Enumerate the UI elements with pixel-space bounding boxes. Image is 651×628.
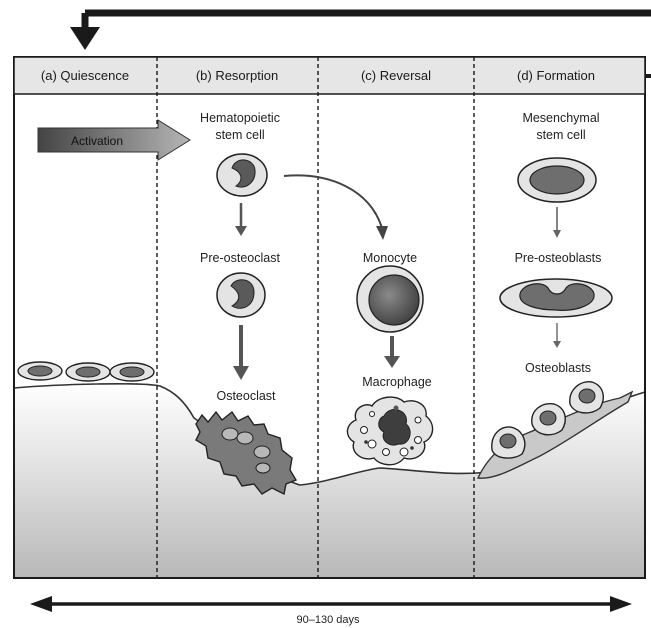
- osteoblasts-label: Osteoblasts: [525, 361, 591, 375]
- macrophage-label: Macrophage: [362, 375, 432, 389]
- hematopoietic-stem-cell: [217, 154, 267, 196]
- duration-arrow: [30, 596, 632, 612]
- phase-resorption-label: (b) Resorption: [196, 68, 278, 83]
- arrow-down-monocyte-to-macrophage: [384, 336, 400, 368]
- monocyte-label: Monocyte: [363, 251, 417, 265]
- activation-label: Activation: [71, 134, 123, 148]
- arrow-hsc-to-monocyte: [284, 175, 388, 240]
- lining-cells: [18, 362, 154, 381]
- duration-label: 90–130 days: [297, 614, 360, 626]
- msc-label-line2: stem cell: [536, 128, 585, 142]
- pre-osteoblasts-label: Pre-osteoblasts: [515, 251, 602, 265]
- pre-osteoclast-label: Pre-osteoclast: [200, 251, 280, 265]
- activation-arrow: Activation: [38, 120, 190, 160]
- phase-quiescence-label: (a) Quiescence: [41, 68, 129, 83]
- hsc-label-line2: stem cell: [215, 128, 264, 142]
- macrophage-cell: [347, 397, 432, 465]
- arrow-down-preosteoblasts-to-osteoblasts: [553, 323, 561, 348]
- msc-label-line1: Mesenchymal: [522, 111, 599, 125]
- arrow-down-msc-to-preosteoblasts: [553, 207, 561, 238]
- arrow-down-hsc-to-preosteoclast: [235, 203, 247, 236]
- hsc-label-line1: Hematopoietic: [200, 111, 280, 125]
- osteoclast-label: Osteoclast: [216, 389, 276, 403]
- mesenchymal-stem-cell: [518, 158, 596, 202]
- phase-formation-label: (d) Formation: [517, 68, 595, 83]
- cycle-return-arrow: [70, 13, 651, 50]
- arrow-down-preosteoclast-to-osteoclast: [233, 325, 249, 380]
- pre-osteoblast-cell: [500, 279, 612, 317]
- pre-osteoclast-cell: [217, 273, 265, 317]
- monocyte-cell: [357, 266, 423, 332]
- phase-reversal-label: (c) Reversal: [361, 68, 431, 83]
